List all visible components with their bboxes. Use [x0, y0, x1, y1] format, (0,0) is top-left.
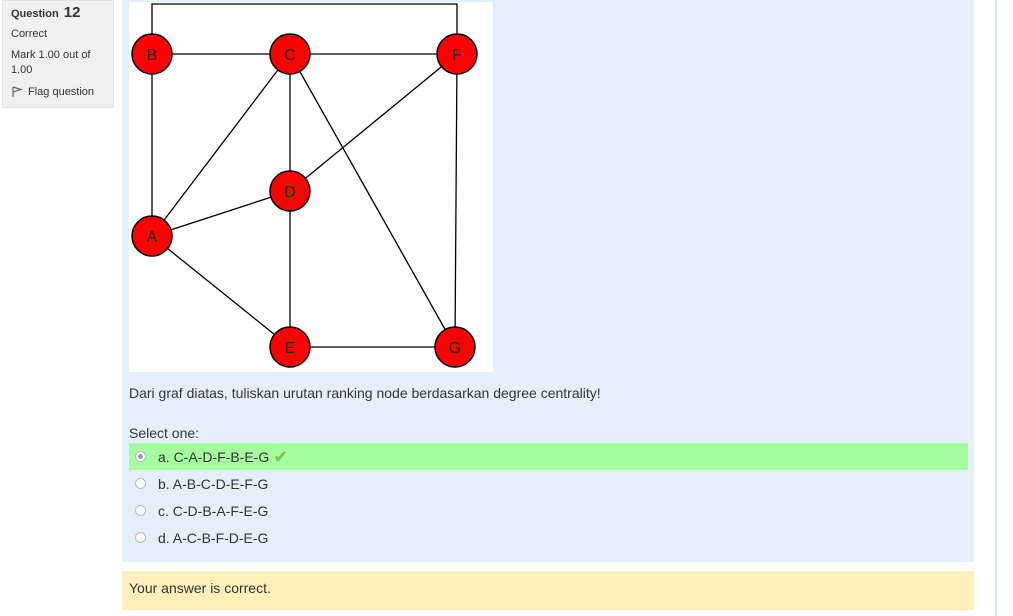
graph-edge-B-F — [151, 3, 458, 54]
feedback-text: Your answer is correct. — [129, 580, 271, 596]
answer-radio[interactable] — [135, 478, 146, 489]
graph-edge-C-G — [289, 53, 456, 348]
flag-question-link[interactable]: Flag question — [11, 86, 105, 98]
graph-node-D — [269, 170, 311, 212]
question-number-value: 12 — [63, 4, 81, 21]
graph-edge-F-D — [289, 53, 458, 192]
graph-node-label-A: A — [147, 229, 158, 246]
correct-check-icon: ✔ — [273, 446, 289, 467]
graph-node-label-F: F — [452, 47, 462, 64]
graph-edge-A-D — [151, 190, 291, 237]
answer-label: b. A-B-C-D-E-F-G — [158, 475, 269, 492]
question-grade: Mark 1.00 out of 1.00 — [11, 49, 91, 76]
graph-node-label-D: D — [284, 184, 296, 201]
graph-edge-C-A — [151, 53, 291, 237]
graph-node-label-B: B — [147, 47, 158, 64]
flag-question-label: Flag question — [28, 86, 95, 98]
answer-option-c[interactable]: c. C-D-B-A-F-E-G — [129, 497, 968, 524]
answer-label: c. C-D-B-A-F-E-G — [158, 502, 269, 519]
question-text: Dari graf diatas, tuliskan urutan rankin… — [129, 385, 601, 401]
graph-edge-F-G — [454, 53, 458, 348]
page-scrollbar[interactable] — [995, 0, 997, 616]
graph-node-label-G: G — [449, 340, 461, 357]
select-one-prompt: Select one: — [129, 425, 200, 441]
feedback-box: Your answer is correct. — [122, 571, 974, 610]
answer-option-d[interactable]: d. A-C-B-F-D-E-G — [129, 524, 968, 551]
answer-radio[interactable] — [135, 505, 146, 516]
graph-diagram: B C F D A E G — [131, 3, 478, 368]
answer-radio[interactable] — [135, 532, 146, 543]
answer-label: d. A-C-B-F-D-E-G — [158, 529, 269, 546]
answer-radio[interactable] — [135, 451, 146, 462]
question-number: Question 12 — [11, 4, 105, 21]
answer-option-a[interactable]: a. C-A-D-F-B-E-G✔ — [129, 443, 968, 470]
graph-node-G — [434, 326, 476, 368]
graph-node-A — [131, 215, 173, 257]
answer-option-b[interactable]: b. A-B-C-D-E-F-G — [129, 470, 968, 497]
graph-node-label-E: E — [285, 340, 296, 357]
graph-node-B — [131, 33, 173, 75]
answer-label: a. C-A-D-F-B-E-G — [158, 448, 270, 465]
graph-node-C — [269, 33, 311, 75]
graph-node-E — [269, 326, 311, 368]
graph-node-label-C: C — [284, 47, 296, 64]
question-formulation: B C F D A E G Dari graf diatas, tuliskan uruta… — [122, 0, 974, 562]
flag-icon — [12, 86, 23, 97]
graph-node-F — [436, 33, 478, 75]
question-info-panel: Question 12 Correct Mark 1.00 out of 1.0… — [2, 0, 114, 108]
question-word: Question — [11, 8, 59, 20]
question-state: Correct — [11, 28, 48, 40]
graph-image: B C F D A E G — [129, 2, 493, 372]
graph-edge-A-E — [151, 235, 291, 348]
